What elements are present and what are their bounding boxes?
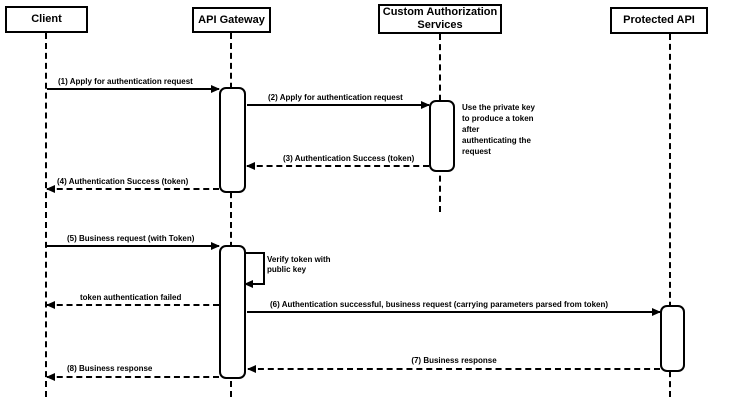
- activation-custom-authorization-services: [429, 100, 455, 172]
- message-token-auth-failed-label: token authentication failed: [80, 293, 182, 302]
- self-message-verify-token-label: Verify token with public key: [267, 255, 331, 274]
- message-4-label: (4) Authentication Success (token): [57, 177, 189, 186]
- participant-box-protected-api: Protected API: [610, 7, 708, 34]
- arrowhead-left-icon: [246, 162, 255, 170]
- message-line: [47, 376, 219, 378]
- message-3-label: (3) Authentication Success (token): [283, 154, 415, 163]
- message-line: [47, 188, 219, 190]
- message-line: [47, 304, 219, 306]
- message-5-label: (5) Business request (with Token): [67, 234, 195, 243]
- arrowhead-right-icon: [421, 101, 430, 109]
- arrowhead-left-icon: [46, 301, 55, 309]
- message-4: (4) Authentication Success (token): [46, 177, 219, 193]
- participant-label-client: Client: [31, 13, 62, 25]
- message-line: [47, 88, 219, 90]
- message-line: [248, 368, 660, 370]
- arrowhead-left-icon: [244, 280, 253, 288]
- message-7: (7) Business response: [247, 356, 660, 373]
- participant-label-protected-api: Protected API: [623, 14, 695, 26]
- message-1-label: (1) Apply for authentication request: [58, 77, 193, 86]
- participant-box-api-gateway: API Gateway: [192, 7, 271, 33]
- message-line: [247, 104, 429, 106]
- participant-box-client: Client: [5, 6, 88, 33]
- note-private-key: Use the private key to produce a token a…: [462, 103, 535, 156]
- participant-box-custom-authorization-services: Custom Authorization Services: [378, 4, 502, 34]
- message-3: (3) Authentication Success (token): [246, 154, 429, 170]
- participant-label-api-gateway: API Gateway: [198, 13, 265, 26]
- arrowhead-right-icon: [652, 308, 661, 316]
- message-line: [247, 311, 660, 313]
- activation-protected-api: [660, 305, 685, 372]
- message-2-label: (2) Apply for authentication request: [268, 93, 403, 102]
- message-8: (8) Business response: [46, 364, 219, 381]
- message-8-label: (8) Business response: [67, 364, 153, 373]
- activation-api-gateway-auth: [219, 87, 246, 193]
- message-7-label: (7) Business response: [411, 356, 497, 365]
- lifeline-protected-api: [669, 34, 671, 397]
- arrowhead-left-icon: [247, 365, 256, 373]
- participant-label-custom-authorization-services: Custom Authorization Services: [382, 6, 498, 31]
- message-token-auth-failed: token authentication failed: [46, 293, 219, 309]
- message-line: [247, 165, 429, 167]
- arrowhead-left-icon: [46, 185, 55, 193]
- message-6: (6) Authentication successful, business …: [247, 300, 661, 316]
- message-line: [47, 245, 219, 247]
- arrowhead-right-icon: [211, 85, 220, 93]
- self-message-verify-token: [244, 252, 265, 288]
- arrowhead-right-icon: [211, 242, 220, 250]
- lifeline-api-gateway: [230, 33, 232, 397]
- message-6-label: (6) Authentication successful, business …: [270, 300, 609, 309]
- lifeline-client: [45, 33, 47, 397]
- arrowhead-left-icon: [46, 373, 55, 381]
- message-5: (5) Business request (with Token): [47, 234, 220, 250]
- message-2: (2) Apply for authentication request: [247, 93, 430, 109]
- activation-api-gateway-business: [219, 245, 246, 379]
- message-1: (1) Apply for authentication request: [47, 77, 220, 93]
